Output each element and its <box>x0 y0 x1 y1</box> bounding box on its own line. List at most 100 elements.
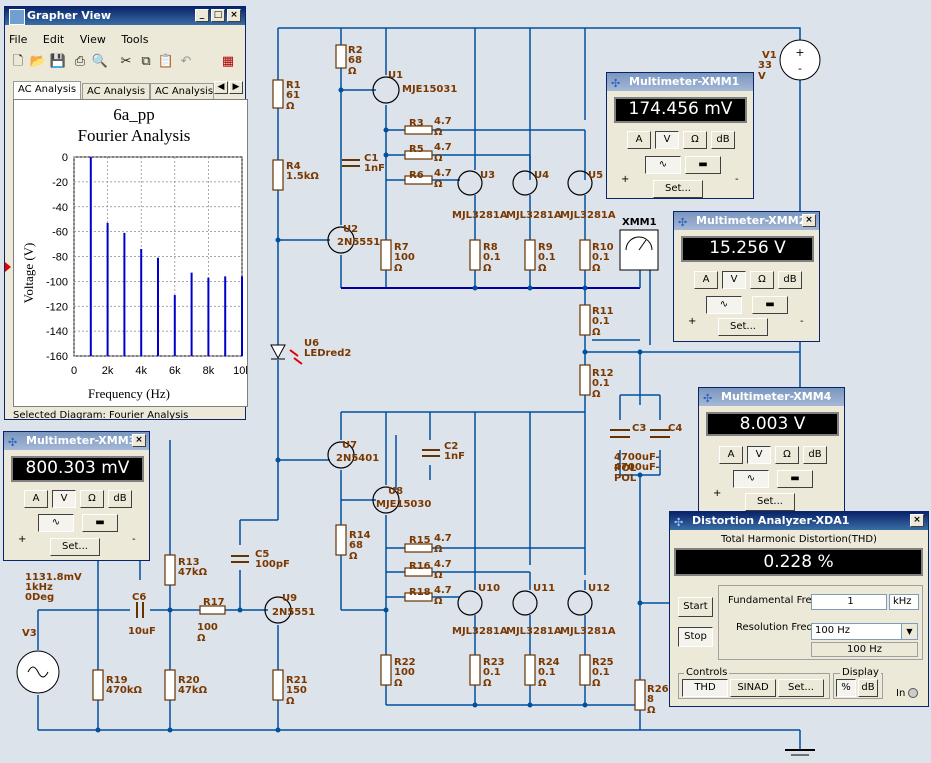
stop-button[interactable]: Stop <box>678 627 713 647</box>
x-tick-label: 0 <box>71 365 77 377</box>
xmm2-titlebar[interactable]: ✣ Multimeter-XMM2 × <box>674 212 819 230</box>
xmm4-set-button[interactable]: Set... <box>745 493 795 511</box>
thd-button[interactable]: THD <box>682 679 728 697</box>
menu-edit[interactable]: Edit <box>42 33 65 46</box>
meter-icon: ✣ <box>611 77 621 90</box>
dc-line-icon: ▬ <box>790 473 800 484</box>
xda1-close-icon[interactable]: × <box>910 514 924 527</box>
cut-icon[interactable]: ✂ <box>120 54 132 69</box>
xmm4-dc-button[interactable]: ▬ <box>777 470 813 488</box>
maximize-icon[interactable]: □ <box>211 9 225 22</box>
xmm3-ac-button[interactable]: ∿ <box>38 514 74 532</box>
plot-area[interactable]: 6a_pp Fourier Analysis Frequency (Hz) Vo… <box>13 99 248 407</box>
close-icon[interactable]: × <box>227 9 241 22</box>
tab-left-arrow-icon[interactable]: ◀ <box>214 81 228 94</box>
xmm1-plus-terminal[interactable]: + <box>621 174 630 185</box>
grapher-window[interactable]: Grapher View _ □ × File Edit View Tools … <box>4 6 248 421</box>
open-icon[interactable]: 📂 <box>29 54 47 69</box>
tab-ac-analysis-2[interactable]: AC Analysis <box>82 83 151 99</box>
minimize-icon[interactable]: _ <box>195 9 209 22</box>
xmm2-plus-terminal[interactable]: + <box>688 316 697 327</box>
xmm3-plus-terminal[interactable]: + <box>18 534 27 545</box>
copy-icon[interactable]: ⧉ <box>141 54 151 69</box>
xmm2-ac-button[interactable]: ∿ <box>706 296 742 314</box>
grapher-titlebar[interactable]: Grapher View _ □ × <box>5 7 245 25</box>
xmm2-set-button[interactable]: Set... <box>718 318 768 336</box>
multimeter-xmm1[interactable]: ✣ Multimeter-XMM1 174.456 mV A V Ω dB ∿ … <box>606 72 754 199</box>
multimeter-xmm2[interactable]: ✣ Multimeter-XMM2 × 15.256 V A V Ω dB ∿ … <box>673 211 820 342</box>
fundamental-freq-unit[interactable]: kHz <box>889 594 919 610</box>
xmm1-amp-button[interactable]: A <box>627 131 651 149</box>
input-terminal[interactable] <box>908 688 918 698</box>
xmm3-volt-button[interactable]: V <box>52 490 76 508</box>
multimeter-xmm3[interactable]: ✣ Multimeter-XMM3 × 800.303 mV A V Ω dB … <box>3 431 150 561</box>
xmm3-amp-button[interactable]: A <box>24 490 48 508</box>
paste-icon[interactable]: 📋 <box>157 54 175 69</box>
xmm2-dc-button[interactable]: ▬ <box>752 296 788 314</box>
resolution-freq-select[interactable]: 100 Hz ▼ <box>811 623 918 640</box>
new-icon[interactable]: 🗋 <box>12 54 24 69</box>
menu-view[interactable]: View <box>79 33 106 46</box>
xmm4-volt-button[interactable]: V <box>747 446 771 464</box>
u1-label: U1 <box>388 70 404 81</box>
xmm3-ohm-button[interactable]: Ω <box>80 490 104 508</box>
xmm2-db-button[interactable]: dB <box>778 271 802 289</box>
xmm3-db-button[interactable]: dB <box>108 490 132 508</box>
r7-label: R7 <box>394 242 409 253</box>
xmm1-minus-terminal[interactable]: - <box>735 174 739 185</box>
xmm4-titlebar[interactable]: ✣ Multimeter-XMM4 <box>699 388 844 406</box>
xmm4-plus-terminal[interactable]: + <box>713 488 722 499</box>
distortion-set-button[interactable]: Set... <box>778 679 824 697</box>
y-tick-label: -100 <box>46 276 68 288</box>
xda1-titlebar[interactable]: ✣ Distortion Analyzer-XDA1 × <box>670 512 928 530</box>
r4-label: R4 <box>286 161 301 172</box>
resolution-freq-label: Resolution Freq. <box>736 622 817 633</box>
grid-icon[interactable]: ▦ <box>221 54 235 69</box>
r6-value: 4.7 Ω <box>434 168 452 190</box>
xmm3-titlebar[interactable]: ✣ Multimeter-XMM3 × <box>4 432 149 450</box>
db-button[interactable]: dB <box>858 679 878 697</box>
x-tick-label: 10k <box>233 365 247 377</box>
xmm3-close-icon[interactable]: × <box>132 434 146 447</box>
cursor-marker[interactable] <box>5 262 11 272</box>
xmm2-minus-terminal[interactable]: - <box>800 316 804 327</box>
save-icon[interactable]: 💾 <box>49 54 67 69</box>
xmm2-close-icon[interactable]: × <box>802 214 816 227</box>
xmm4-amp-button[interactable]: A <box>719 446 743 464</box>
xmm4-db-button[interactable]: dB <box>803 446 827 464</box>
menu-tools[interactable]: Tools <box>121 33 149 46</box>
tab-right-arrow-icon[interactable]: ▶ <box>229 81 243 94</box>
xmm3-minus-terminal[interactable]: - <box>132 534 136 545</box>
tab-ac-analysis-3[interactable]: AC Analysis <box>150 83 214 99</box>
percent-button[interactable]: % <box>836 679 856 697</box>
sinad-button[interactable]: SINAD <box>730 679 776 697</box>
v1-value: 33 V <box>758 60 772 82</box>
xmm1-ac-button[interactable]: ∿ <box>645 156 681 174</box>
xmm1-volt-button[interactable]: V <box>655 131 679 149</box>
xmm1-dc-button[interactable]: ▬ <box>685 156 721 174</box>
print-icon[interactable]: ⎙ <box>74 54 86 69</box>
xmm4-ac-button[interactable]: ∿ <box>733 470 769 488</box>
chevron-down-icon[interactable]: ▼ <box>901 624 917 639</box>
undo-icon[interactable]: ↶ <box>180 54 192 69</box>
fundamental-freq-input[interactable]: 1 <box>811 594 887 610</box>
print-preview-icon[interactable]: 🔍 <box>91 54 109 69</box>
fourier-chart[interactable]: 6a_pp Fourier Analysis Frequency (Hz) Vo… <box>14 100 247 406</box>
xmm2-amp-button[interactable]: A <box>694 271 718 289</box>
xmm3-set-button[interactable]: Set... <box>50 538 100 556</box>
xmm1-set-button[interactable]: Set... <box>653 180 703 198</box>
menu-file[interactable]: File <box>9 33 28 46</box>
xmm1-db-button[interactable]: dB <box>711 131 735 149</box>
xmm1-titlebar[interactable]: ✣ Multimeter-XMM1 <box>607 73 753 91</box>
distortion-analyzer-window[interactable]: ✣ Distortion Analyzer-XDA1 × Total Harmo… <box>669 511 929 707</box>
start-button[interactable]: Start <box>678 597 713 617</box>
xmm2-ohm-button[interactable]: Ω <box>750 271 774 289</box>
xmm3-dc-button[interactable]: ▬ <box>82 514 118 532</box>
xmm2-volt-button[interactable]: V <box>722 271 746 289</box>
xmm1-ohm-button[interactable]: Ω <box>683 131 707 149</box>
multimeter-xmm4[interactable]: ✣ Multimeter-XMM4 8.003 V A V Ω dB ∿ ▬ S… <box>698 387 845 512</box>
r20-value: 47kΩ <box>178 685 208 696</box>
tab-ac-analysis-1[interactable]: AC Analysis <box>13 81 82 99</box>
xmm4-ohm-button[interactable]: Ω <box>775 446 799 464</box>
